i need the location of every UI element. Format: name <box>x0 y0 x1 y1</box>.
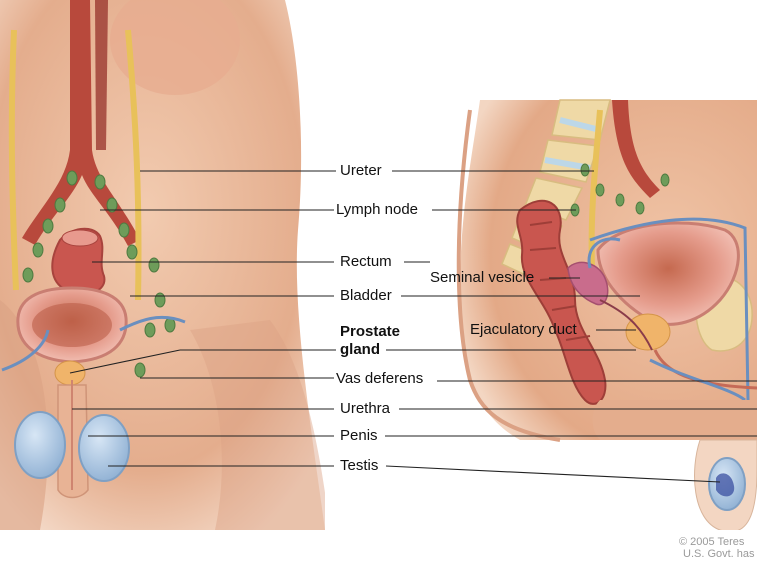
rectum-lumen <box>61 229 99 247</box>
prostate-leader-left <box>69 349 181 374</box>
bladder-wall-vein <box>589 217 750 401</box>
label-urethra: Urethra <box>340 400 391 417</box>
bladder-side <box>596 221 740 326</box>
penis-side <box>592 400 757 440</box>
testis-front-left <box>14 411 66 479</box>
aorta <box>22 0 140 246</box>
vas-deferens-side <box>587 237 746 402</box>
ureter-right-tube <box>125 29 142 301</box>
lymph-nodes <box>22 170 176 378</box>
rectum-side <box>516 199 607 405</box>
copyright-line1: © 2005 Teres <box>679 536 745 548</box>
rectum-front <box>51 227 106 296</box>
thigh-shadow-right <box>190 320 330 530</box>
testis-front-right <box>78 414 130 482</box>
leader-lines-right <box>385 170 757 483</box>
iliac-artery-side <box>612 100 660 198</box>
label-ejaculatory-duct: Ejaculatory duct <box>470 321 577 338</box>
lymph-nodes-side <box>570 163 670 217</box>
leader-lines-left <box>69 170 336 467</box>
copyright-line2: U.S. Govt. has u <box>683 548 757 560</box>
kidney-bulge <box>110 0 240 95</box>
label-rectum: Rectum <box>340 253 392 270</box>
label-ureter: Ureter <box>340 162 382 179</box>
label-seminal-vesicle: Seminal vesicle <box>430 269 535 286</box>
bottom-strip <box>0 530 757 565</box>
seminal-vesicle-side <box>567 261 609 306</box>
prostate-side <box>625 313 671 351</box>
label-prostate-line2: gland <box>340 341 380 358</box>
label-vas-deferens: Vas deferens <box>336 370 424 387</box>
buttock-outline <box>456 109 561 442</box>
rectum-side-folds <box>529 221 591 341</box>
label-testis: Testis <box>340 457 379 474</box>
panel-gap <box>325 0 445 565</box>
testis-leader-right <box>385 465 721 483</box>
front-view <box>0 0 330 530</box>
bladder-lumen <box>32 303 112 347</box>
label-penis: Penis <box>340 427 378 444</box>
label-prostate-line1: Prostate <box>340 323 401 340</box>
ureter-left-tube <box>8 29 19 291</box>
ejaculatory-duct-side <box>599 299 653 351</box>
side-view <box>456 99 757 533</box>
vena-cava <box>95 0 108 150</box>
label-lymph-node: Lymph node <box>336 201 419 218</box>
vas-deferens-front <box>1 315 186 372</box>
label-bladder: Bladder <box>340 287 392 304</box>
epididymis-side <box>716 473 735 497</box>
